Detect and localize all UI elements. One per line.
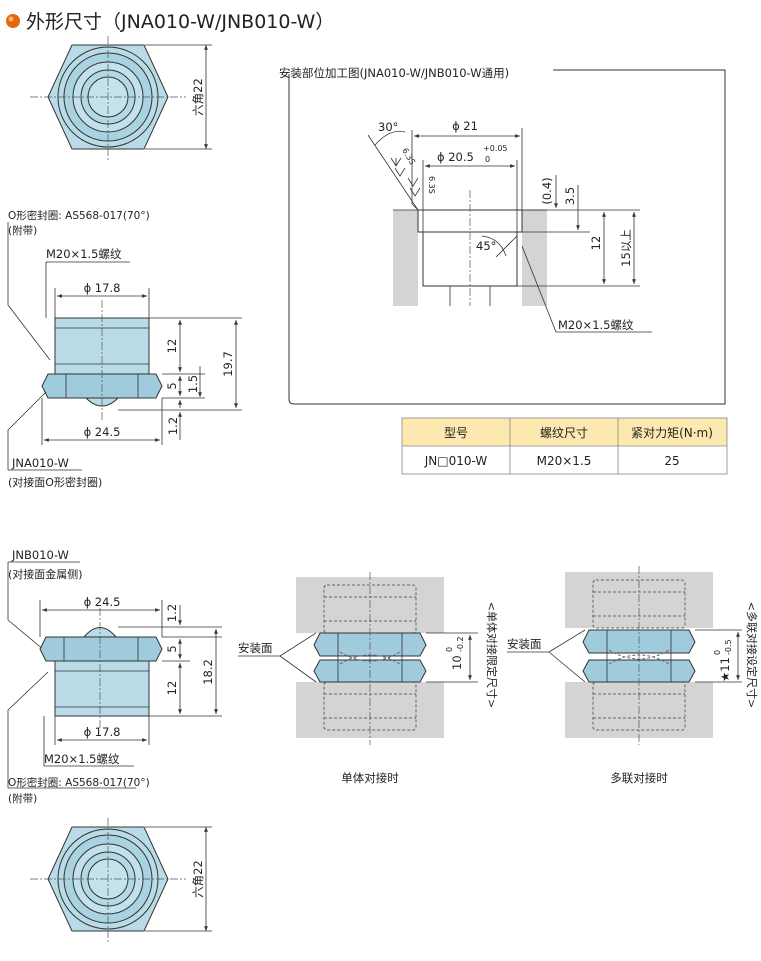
install-thread-label: M20×1.5螺纹 xyxy=(558,318,634,332)
multi-dim-main: ★11 xyxy=(718,657,732,682)
jnb-dim-12: 12 xyxy=(165,681,179,696)
jna-dim-12: 12 xyxy=(165,339,179,354)
jnb-side-view: JNB010-W (对接面金属侧) ϕ 24.5 ϕ 17.8 1.2 5 xyxy=(7,548,222,805)
install-dia-21: ϕ 21 xyxy=(452,119,478,133)
multi-caption: 多联对接时 xyxy=(610,771,668,785)
install-dim-04: (0.4) xyxy=(540,177,554,204)
hex-label-bottom: 六角22 xyxy=(191,860,205,898)
jnb-oring-label: O形密封圈: AS568-017(70°) xyxy=(8,776,150,789)
single-dim-main: 10 xyxy=(450,655,464,670)
jnb-dia-top: ϕ 24.5 xyxy=(84,595,121,609)
jna-dim-15: 1.5 xyxy=(186,375,200,393)
jnb-dim-5: 5 xyxy=(165,645,179,652)
install-dim-15: 15以上 xyxy=(619,229,633,267)
table-header-model: 型号 xyxy=(444,426,468,440)
jna-oring-label: O形密封圈: AS568-017(70°) xyxy=(8,209,150,222)
install-angle-30: 30° xyxy=(378,120,398,134)
jnb-model-note: (对接面金属侧) xyxy=(8,567,83,581)
single-mount-label: 安装面 xyxy=(238,641,273,655)
jna-dia-bottom: ϕ 24.5 xyxy=(84,425,121,439)
table-cell-thread: M20×1.5 xyxy=(537,454,592,468)
install-title: 安装部位加工图(JNA010-W/JNB010-W通用) xyxy=(279,66,509,80)
install-dia-205: ϕ 20.5 xyxy=(437,150,474,164)
single-connection-view: 安装面 10 0 -0.2 <单体对接限定尺寸> 单体对接时 xyxy=(238,572,499,785)
install-rough-1: 6.3S xyxy=(400,147,417,167)
table-cell-torque: 25 xyxy=(664,454,679,468)
jna-dim-197: 19.7 xyxy=(221,351,235,377)
top-view-jnb: 六角22 xyxy=(30,818,212,942)
jnb-dim-12a: 1.2 xyxy=(165,604,179,622)
multi-tol-lower: -0.5 xyxy=(724,639,733,655)
table-cell-model: JN□010-W xyxy=(424,454,488,468)
install-dim-12: 12 xyxy=(589,236,603,251)
table-header-torque: 紧对力矩(N·m) xyxy=(631,426,713,440)
jna-side-view: O形密封圈: AS568-017(70°) (附带) M20×1.5螺纹 ϕ 1… xyxy=(7,209,242,489)
jna-thread-label: M20×1.5螺纹 xyxy=(46,247,122,261)
jnb-dim-182: 18.2 xyxy=(201,659,215,685)
install-tol-upper: +0.05 xyxy=(483,144,508,153)
install-rough-2: 6.3S xyxy=(427,176,436,194)
single-caption: 单体对接时 xyxy=(341,771,399,785)
spec-table: 型号 螺纹尺寸 紧对力矩(N·m) JN□010-W M20×1.5 25 xyxy=(401,417,728,475)
jnb-thread-label: M20×1.5螺纹 xyxy=(44,752,120,766)
multi-tol-upper: 0 xyxy=(713,650,722,655)
single-side-note: <单体对接限定尺寸> xyxy=(485,602,499,708)
table-header-thread: 螺纹尺寸 xyxy=(540,426,588,440)
jna-model-label: JNA010-W xyxy=(11,456,69,470)
multi-side-note: <多联对接设定尺寸> xyxy=(745,602,759,708)
top-view-jna: 六角22 xyxy=(30,36,212,160)
multi-mount-label: 安装面 xyxy=(507,637,542,651)
jnb-dia-bottom: ϕ 17.8 xyxy=(84,725,121,739)
jna-dim-5: 5 xyxy=(165,382,179,389)
hex-label-top: 六角22 xyxy=(191,78,205,116)
single-tol-upper: 0 xyxy=(445,647,454,652)
install-drawing: 安装部位加工图(JNA010-W/JNB010-W通用) 30° ϕ 21 ϕ … xyxy=(279,66,726,405)
install-angle-45: 45° xyxy=(476,239,496,253)
multi-connection-view: 安装面 ★11 0 -0.5 <多联对接设定尺寸> 多联对接时 xyxy=(507,566,759,785)
single-tol-lower: -0.2 xyxy=(456,636,465,652)
install-dim-35: 3.5 xyxy=(563,187,577,205)
roughness-icon xyxy=(390,157,421,197)
jna-model-note: (对接面O形密封圈) xyxy=(8,475,102,489)
jnb-oring-note: (附带) xyxy=(8,792,37,805)
page-title: 外形尺寸（JNA010-W/JNB010-W） xyxy=(26,11,334,33)
title-bullet-icon xyxy=(6,14,20,28)
jna-oring-note: (附带) xyxy=(8,224,37,237)
jnb-model-label: JNB010-W xyxy=(11,548,69,562)
jna-dim-12b: 1.2 xyxy=(166,417,180,435)
install-tol-lower: 0 xyxy=(485,155,490,164)
jna-dia-top: ϕ 17.8 xyxy=(84,281,121,295)
